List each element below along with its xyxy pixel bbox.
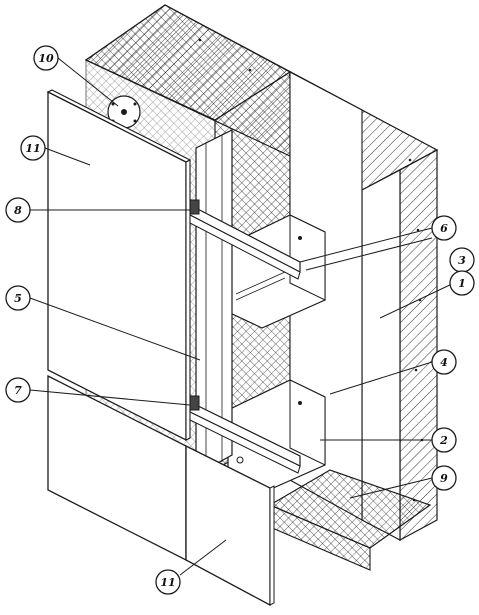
callout-8: 8 xyxy=(5,197,31,223)
lower-bracket xyxy=(227,379,326,494)
callout-10: 10 xyxy=(33,45,59,71)
svg-text:3: 3 xyxy=(458,254,466,267)
callout-3-badge: 3 xyxy=(449,247,475,273)
svg-text:5: 5 xyxy=(14,292,22,305)
svg-text:4: 4 xyxy=(440,356,448,369)
callout-6: 6 xyxy=(431,215,457,241)
svg-text:10: 10 xyxy=(38,52,54,65)
cladding-panel-upper xyxy=(46,89,192,442)
callout-11-upper: 11 xyxy=(20,135,46,161)
leader-lines xyxy=(29,57,455,576)
callout-9: 9 xyxy=(431,465,457,491)
svg-text:11: 11 xyxy=(160,576,175,589)
svg-text:1: 1 xyxy=(458,277,466,290)
svg-text:11: 11 xyxy=(25,142,40,155)
svg-text:6: 6 xyxy=(440,222,448,235)
svg-text:8: 8 xyxy=(14,204,22,217)
svg-text:2: 2 xyxy=(439,434,448,447)
cladding-panel-lower-right xyxy=(185,444,275,607)
callout-11-lower: 11 xyxy=(155,569,181,595)
callout-5: 5 xyxy=(5,285,31,311)
callout-7: 7 xyxy=(5,377,31,403)
upper-rail xyxy=(187,204,301,280)
callout-2: 2 xyxy=(431,427,457,453)
callout-4: 4 xyxy=(431,349,457,375)
svg-text:7: 7 xyxy=(14,384,22,397)
svg-text:9: 9 xyxy=(440,472,448,485)
callout-1: 1 xyxy=(449,270,475,296)
